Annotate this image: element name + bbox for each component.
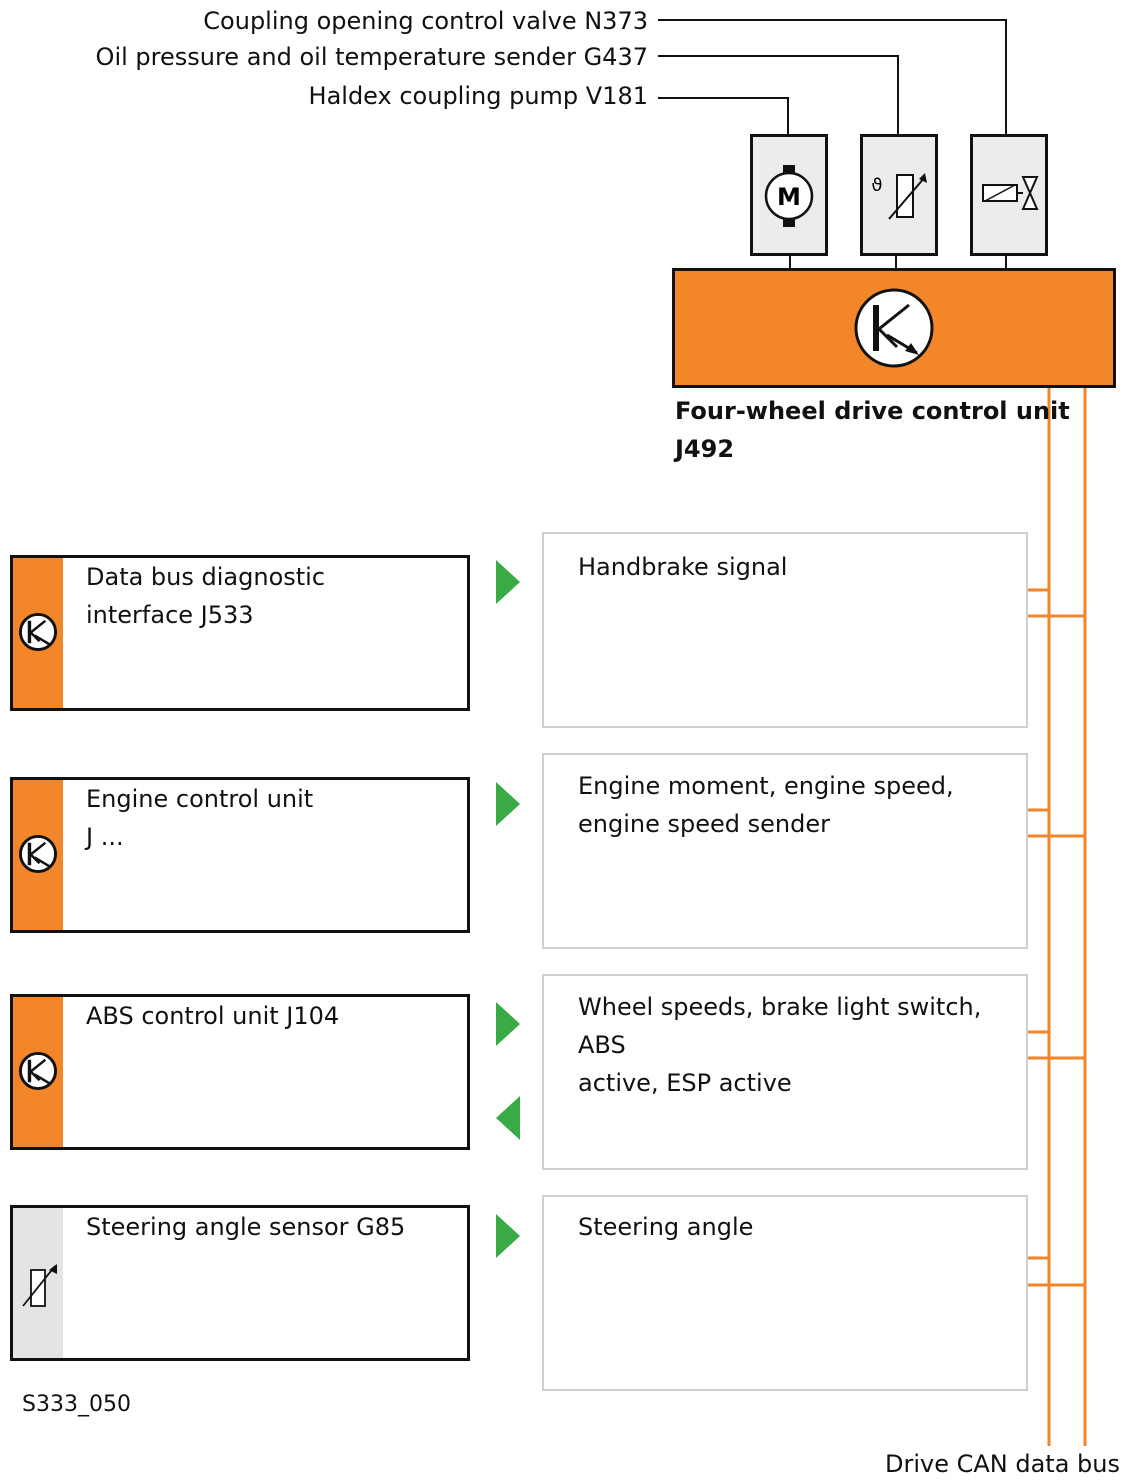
signal-line2: active, ESP active <box>578 1069 792 1097</box>
pump-leader-line <box>658 97 789 134</box>
sender-label: Oil pressure and oil temperature sender … <box>95 43 648 71</box>
pump-label: Haldex coupling pump V181 <box>308 82 648 110</box>
signal-line2: engine speed sender <box>578 810 830 838</box>
motor-icon: M <box>764 165 814 227</box>
source-g85: Steering angle sensor G85 <box>10 1205 470 1361</box>
valve-leader-line <box>658 19 1007 134</box>
bus-stubs <box>1026 588 1085 1287</box>
valve-component <box>970 134 1048 256</box>
sender-leader-line <box>658 55 899 134</box>
signal-line1: Wheel speeds, brake light switch, ABS <box>578 993 982 1059</box>
source-j104: ABS control unit J104 <box>10 994 470 1150</box>
arrow-right-icon <box>496 560 520 604</box>
arrow-right-icon <box>496 1002 520 1046</box>
signal-handbrake: Handbrake signal <box>542 532 1028 728</box>
motor-symbol: M <box>777 183 801 211</box>
control-unit-label: Four-wheel drive control unit J492 <box>675 392 1070 468</box>
control-unit-icon <box>854 288 934 368</box>
source-name-line1: ABS control unit J104 <box>86 1002 340 1030</box>
valve-label: Coupling opening control valve N373 <box>203 7 648 35</box>
solenoid-valve-icon <box>982 176 1039 210</box>
temperature-sensor-icon: ϑ <box>871 173 927 220</box>
source-j533: Data bus diagnostic interface J533 <box>10 555 470 711</box>
signal-engine: Engine moment, engine speed, engine spee… <box>542 753 1028 949</box>
source-name-line2: J ... <box>86 823 124 851</box>
signal-steering: Steering angle <box>542 1195 1028 1391</box>
figure-id: S333_050 <box>22 1392 131 1417</box>
arrow-right-icon <box>496 782 520 826</box>
signal-wheel-speeds: Wheel speeds, brake light switch, ABS ac… <box>542 974 1028 1170</box>
signal-line1: Engine moment, engine speed, <box>578 772 954 800</box>
control-unit-icon <box>18 834 58 874</box>
source-name-line1: Steering angle sensor G85 <box>86 1213 406 1241</box>
pump-component: M <box>750 134 828 256</box>
theta-symbol: ϑ <box>871 175 882 196</box>
source-name-line1: Data bus diagnostic <box>86 563 326 591</box>
signal-line1: Handbrake signal <box>578 553 788 581</box>
sender-component: ϑ <box>860 134 938 256</box>
control-unit-code: J492 <box>675 435 735 463</box>
control-unit-box <box>672 268 1116 388</box>
signal-line1: Steering angle <box>578 1213 754 1241</box>
variable-resistor-icon <box>22 1264 57 1307</box>
source-engine-control-unit: Engine control unit J ... <box>10 777 470 933</box>
control-unit-name: Four-wheel drive control unit <box>675 397 1070 425</box>
source-name-line1: Engine control unit <box>86 785 314 813</box>
control-unit-icon <box>18 612 58 652</box>
can-bus-label: Drive CAN data bus <box>884 1450 1120 1478</box>
control-unit-icon <box>18 1051 58 1091</box>
arrow-left-icon <box>496 1096 520 1140</box>
arrow-right-icon <box>496 1214 520 1258</box>
source-name-line2: interface J533 <box>86 601 254 629</box>
